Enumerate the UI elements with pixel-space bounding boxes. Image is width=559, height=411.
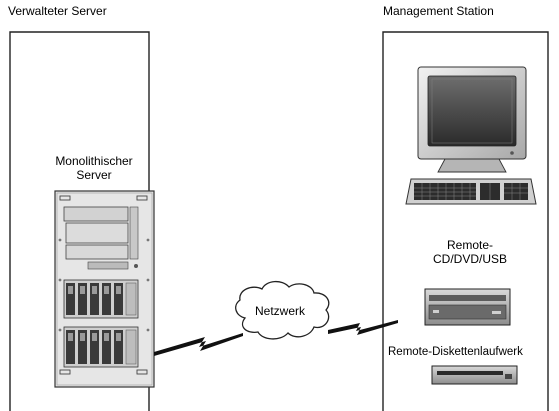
server-label-line1: Monolithischer (55, 154, 133, 168)
right-panel-title: Management Station (383, 4, 494, 18)
remote-floppy-label: Remote-Diskettenlaufwerk (388, 346, 523, 358)
monitor-icon (417, 66, 527, 173)
management-station-panel (382, 31, 549, 411)
remote-cd-label-line2: CD/DVD/USB (432, 252, 507, 266)
remote-cd-label-line1: Remote- (446, 238, 493, 252)
cd-dvd-drive-icon (424, 288, 511, 326)
network-link-right (328, 320, 398, 335)
network-link-left (154, 333, 243, 356)
monolithic-server-icon (54, 190, 155, 388)
keyboard-icon (405, 178, 537, 205)
left-panel-title: Verwalteter Server (8, 4, 107, 18)
network-label: Netzwerk (255, 304, 306, 318)
floppy-drive-icon (431, 365, 518, 385)
server-label: Monolithischer Server (55, 154, 133, 182)
remote-cd-label: Remote- CD/DVD/USB (418, 238, 522, 266)
server-label-line2: Server (76, 168, 112, 182)
network-cloud-icon (235, 280, 330, 340)
